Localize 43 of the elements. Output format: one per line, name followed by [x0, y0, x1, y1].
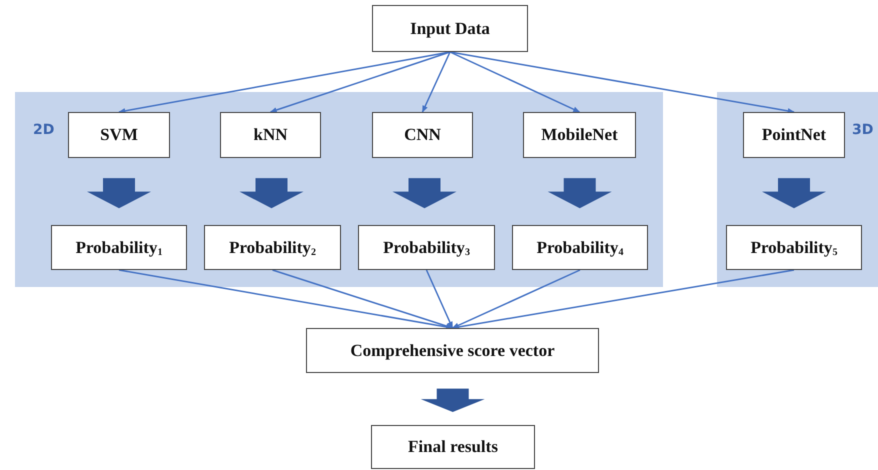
- process-box: [726, 225, 862, 270]
- box-label: Probability$_{1}$: [76, 238, 162, 258]
- process-box: [371, 425, 535, 469]
- box-label: Probability$_{3}$: [383, 238, 470, 258]
- box-label: Probability$_{2}$: [229, 238, 316, 258]
- box-label: PointNet: [762, 125, 826, 145]
- arrow: [422, 52, 451, 113]
- process-box: [68, 112, 170, 158]
- block-arrow: [420, 388, 485, 412]
- process-box: [358, 225, 495, 270]
- arrow: [450, 51, 580, 113]
- block-arrow: [762, 178, 826, 208]
- arrow: [270, 51, 450, 113]
- box-label: Probability$_{4}$: [536, 238, 624, 258]
- arrow: [426, 270, 454, 329]
- group-label: 3D: [852, 122, 874, 138]
- process-box: [743, 112, 845, 158]
- group-band: [15, 92, 663, 287]
- box-label: Input Data: [410, 18, 490, 38]
- block-arrow: [548, 178, 612, 208]
- process-box: [306, 328, 599, 373]
- arrow: [450, 51, 795, 114]
- box-label: Probability$_{5}$: [750, 238, 838, 258]
- box-label: SVM: [100, 125, 138, 145]
- arrow: [272, 269, 454, 329]
- box-label: kNN: [253, 125, 288, 145]
- process-box: [51, 225, 187, 270]
- process-box: [523, 112, 636, 158]
- process-box: [372, 5, 528, 52]
- process-box: [220, 112, 321, 158]
- process-box: [372, 112, 473, 158]
- group-band: [717, 92, 878, 287]
- box-label: Final results: [408, 437, 498, 457]
- box-label: MobileNet: [541, 125, 618, 145]
- block-arrow: [392, 178, 456, 208]
- process-box: [512, 225, 648, 270]
- arrow: [452, 269, 580, 329]
- block-arrow: [87, 178, 151, 208]
- group-label: 2D: [33, 122, 54, 138]
- process-box: [204, 225, 341, 270]
- box-label: Comprehensive score vector: [350, 340, 555, 360]
- block-arrow: [240, 178, 304, 208]
- box-label: CNN: [404, 125, 441, 145]
